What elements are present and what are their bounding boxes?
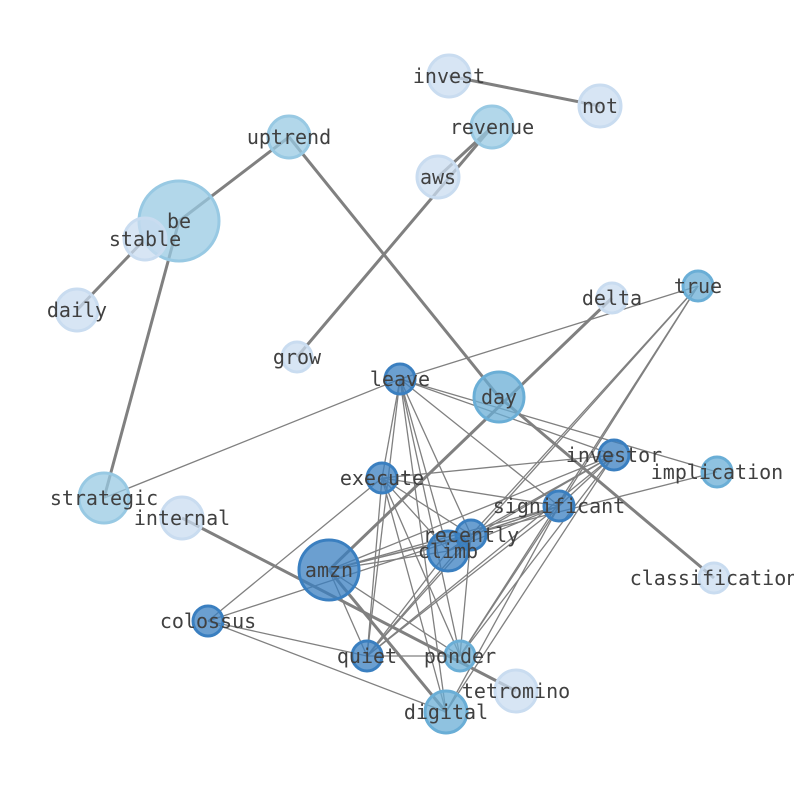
edge-delta-amzn bbox=[327, 296, 614, 572]
node-strategic[interactable] bbox=[77, 471, 131, 525]
node-invest[interactable] bbox=[426, 53, 472, 99]
node-stable[interactable] bbox=[122, 216, 168, 262]
edge-be-strategic bbox=[102, 220, 181, 499]
node-label-implication: implication bbox=[651, 460, 783, 484]
node-label-revenue: revenue bbox=[450, 115, 534, 139]
node-day[interactable] bbox=[472, 370, 526, 424]
node-label-ponder: ponder bbox=[424, 644, 496, 668]
node-label-day: day bbox=[481, 385, 517, 409]
edge-leave-recently bbox=[399, 378, 472, 536]
edge-leave-significant bbox=[399, 378, 560, 507]
node-label-not: not bbox=[582, 94, 618, 118]
node-grow[interactable] bbox=[280, 340, 314, 374]
edge-recently-ponder bbox=[459, 534, 472, 657]
node-execute[interactable] bbox=[365, 461, 399, 495]
edge-true-quiet bbox=[366, 285, 699, 657]
node-label-tetromino: tetromino bbox=[462, 679, 570, 703]
node-label-leave: leave bbox=[370, 367, 430, 391]
node-delta[interactable] bbox=[595, 281, 629, 315]
node-leave[interactable] bbox=[383, 362, 417, 396]
edge-significant-digital bbox=[445, 505, 560, 713]
edge-investor-digital bbox=[445, 454, 615, 713]
edge-execute-ponder bbox=[381, 477, 461, 657]
node-colossus[interactable] bbox=[191, 604, 225, 638]
node-investor[interactable] bbox=[597, 438, 631, 472]
edge-leave-ponder bbox=[399, 378, 461, 657]
node-label-uptrend: uptrend bbox=[247, 125, 331, 149]
edge-colossus-digital bbox=[207, 620, 447, 713]
edge-leave-implication bbox=[399, 378, 718, 473]
node-label-be: be bbox=[167, 209, 191, 233]
node-implication[interactable] bbox=[700, 455, 734, 489]
node-classification[interactable] bbox=[697, 561, 731, 595]
node-label-amzn: amzn bbox=[305, 558, 353, 582]
edge-uptrend-day bbox=[287, 136, 501, 398]
edge-execute-colossus bbox=[207, 477, 383, 622]
edge-leave-strategic bbox=[103, 378, 401, 499]
edge-significant-quiet bbox=[366, 505, 560, 657]
node-uptrend[interactable] bbox=[266, 114, 312, 160]
edge-investor-ponder bbox=[459, 454, 615, 657]
edge-leave-execute bbox=[381, 378, 401, 479]
node-aws[interactable] bbox=[415, 154, 461, 200]
node-label-invest: invest bbox=[413, 64, 485, 88]
edge-layer bbox=[75, 74, 718, 713]
node-layer bbox=[54, 53, 734, 735]
node-ponder[interactable] bbox=[443, 639, 477, 673]
edge-significant-colossus bbox=[207, 505, 560, 622]
node-label-climb: climb bbox=[418, 539, 478, 563]
node-label-classification: classification bbox=[630, 566, 794, 590]
node-revenue[interactable] bbox=[469, 104, 515, 150]
edge-colossus-quiet bbox=[207, 620, 368, 657]
node-amzn[interactable] bbox=[297, 538, 361, 602]
edge-execute-significant bbox=[381, 477, 560, 507]
edge-true-leave bbox=[399, 285, 699, 380]
edge-investor-execute bbox=[381, 454, 615, 479]
node-label-recently: recently bbox=[423, 523, 519, 547]
node-label-significant: significant bbox=[493, 494, 625, 518]
edge-leave-climb bbox=[399, 378, 449, 552]
edge-execute-recently bbox=[381, 477, 472, 536]
node-label-execute: execute bbox=[340, 466, 424, 490]
node-label-stable: stable bbox=[109, 227, 181, 251]
edge-day-classification bbox=[498, 395, 715, 580]
node-true[interactable] bbox=[681, 269, 715, 303]
edge-leave-quiet bbox=[366, 378, 401, 657]
node-label-colossus: colossus bbox=[160, 609, 256, 633]
node-label-internal: internal bbox=[134, 506, 230, 530]
edge-revenue-grow bbox=[295, 126, 494, 358]
node-label-investor: investor bbox=[566, 443, 662, 467]
edge-invest-not bbox=[448, 74, 601, 108]
node-label-strategic: strategic bbox=[50, 486, 158, 510]
node-label-delta: delta bbox=[582, 286, 642, 310]
edge-true-ponder bbox=[459, 285, 699, 657]
node-label-daily: daily bbox=[47, 298, 107, 322]
node-tetromino[interactable] bbox=[493, 668, 539, 714]
node-daily[interactable] bbox=[54, 287, 100, 333]
node-digital[interactable] bbox=[423, 689, 469, 735]
node-significant[interactable] bbox=[542, 489, 576, 523]
node-label-aws: aws bbox=[420, 165, 456, 189]
node-quiet[interactable] bbox=[350, 639, 384, 673]
node-climb[interactable] bbox=[426, 529, 470, 573]
edge-climb-quiet bbox=[366, 550, 449, 657]
node-label-true: true bbox=[674, 274, 722, 298]
node-label-quiet: quiet bbox=[337, 644, 397, 668]
node-not[interactable] bbox=[577, 83, 623, 129]
node-label-grow: grow bbox=[273, 345, 322, 369]
node-label-digital: digital bbox=[404, 700, 488, 724]
edge-significant-ponder bbox=[459, 505, 560, 657]
node-internal[interactable] bbox=[159, 495, 205, 541]
